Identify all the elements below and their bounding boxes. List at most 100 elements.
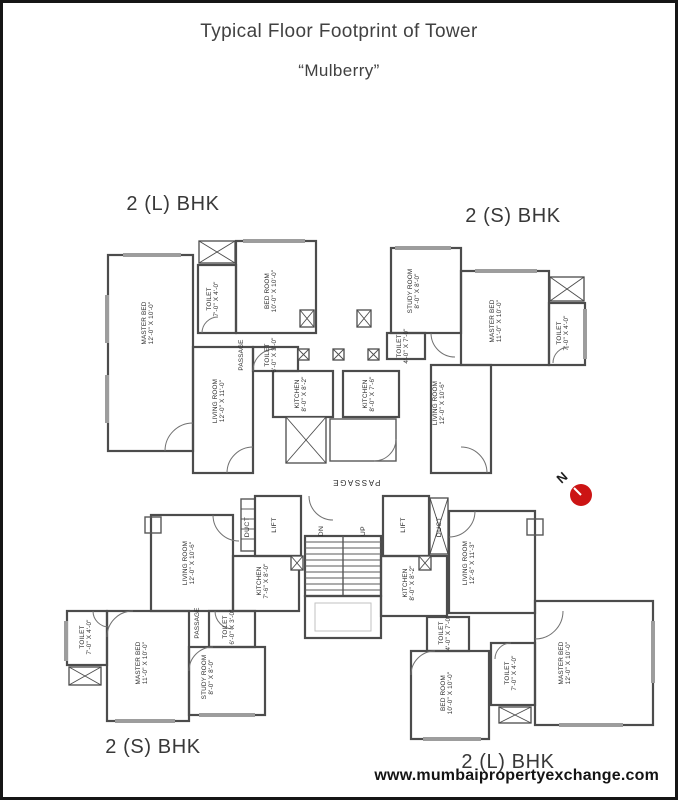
door-arc bbox=[460, 446, 488, 474]
floor-plan-drawing: MASTER BED12'-0" X 10'-0" TOILET7'-0" X … bbox=[64, 193, 655, 773]
lift-left-label: LIFT bbox=[271, 517, 278, 533]
wall bbox=[106, 253, 195, 453]
column-box bbox=[144, 516, 162, 534]
room-label-kitchen-tl: KITCHEN8'-0" X 8'-2" bbox=[294, 376, 308, 411]
lift-left-shaft bbox=[253, 494, 303, 558]
door-arc bbox=[494, 642, 512, 660]
landing-inline bbox=[314, 602, 372, 632]
hatch-line bbox=[367, 348, 380, 361]
room-label-toilet-tr2: TOILET7'-0" X 4'-0" bbox=[556, 315, 570, 350]
door-arc bbox=[92, 610, 110, 628]
wall bbox=[429, 363, 493, 475]
hatch-line bbox=[297, 348, 310, 361]
hatch-line bbox=[356, 309, 372, 328]
room-label-study-tr: STUDY ROOM8'-0" X 8'-0" bbox=[407, 269, 421, 314]
page-title: Typical Floor Footprint of Tower bbox=[200, 21, 478, 42]
door-arc bbox=[410, 650, 436, 676]
window bbox=[395, 246, 451, 250]
window bbox=[199, 713, 255, 717]
room-label-bed-room-br: BED ROOM10'-0" X 10'-0" bbox=[440, 672, 454, 715]
room-label-living-tl: LIVING ROOM12'-0" X 11'-0" bbox=[212, 379, 226, 423]
windows bbox=[64, 239, 655, 741]
window bbox=[243, 239, 305, 243]
passage-label-main: PASSAGE bbox=[332, 478, 381, 487]
room-label-master-bed-tl: MASTER BED12'-0" X 10'-0" bbox=[141, 301, 155, 344]
stair-dn-label: DN bbox=[318, 526, 325, 537]
room-label-kitchen-tr: KITCHEN8'-0" X 7'-6" bbox=[362, 376, 376, 411]
door-arc bbox=[226, 446, 254, 474]
room-label-kitchen-br: KITCHEN8'-0" X 8'-2" bbox=[402, 565, 416, 600]
window bbox=[583, 309, 587, 359]
unit-label-top-left: 2 (L) BHK bbox=[126, 193, 219, 215]
wall bbox=[459, 269, 551, 367]
room-label-master-bed-bl: MASTER BED11'-0" X 10'-0" bbox=[135, 641, 149, 684]
room-label-toilet-tl2: TOILET6'-0" X 3'-0" bbox=[264, 337, 278, 372]
hatch-line bbox=[290, 555, 304, 571]
window bbox=[423, 737, 481, 741]
wall bbox=[385, 331, 427, 361]
wall bbox=[447, 509, 537, 615]
room-label-passage-bl: PASSAGE bbox=[194, 607, 201, 638]
door-arc bbox=[212, 514, 240, 542]
window bbox=[105, 295, 109, 343]
door-arc bbox=[106, 610, 134, 638]
door-arc bbox=[552, 346, 570, 364]
door-arcs bbox=[92, 316, 570, 676]
wall bbox=[533, 599, 655, 727]
room-label-toilet-tr1: TOILET4'-0" X 7'-0" bbox=[396, 328, 410, 363]
room-label-master-bed-br: MASTER BED12'-0" X 10'-0" bbox=[558, 641, 572, 684]
room-label-master-bed-tr: MASTER BED11'-0" X 10'-0" bbox=[489, 299, 503, 342]
room-label-kitchen-bl: KITCHEN7'-6" X 8'-0" bbox=[256, 563, 270, 598]
door-arc bbox=[448, 510, 476, 538]
hatch-line bbox=[285, 416, 327, 464]
room-label-living-tr: LIVING ROOM12'-0" X 10'-6" bbox=[432, 381, 446, 425]
hatch-line bbox=[299, 309, 315, 328]
walls-top-right-unit bbox=[341, 246, 587, 475]
window bbox=[651, 621, 655, 683]
stair-landing bbox=[303, 594, 383, 640]
door-arc bbox=[534, 610, 564, 640]
door-arc bbox=[214, 610, 234, 630]
door-arc bbox=[188, 646, 214, 672]
door-arc bbox=[164, 422, 194, 452]
room-label-passage-tl: PASSAGE bbox=[238, 339, 245, 370]
room-label-living-bl: LIVING ROOM12'-0" X 10'-6" bbox=[182, 541, 196, 585]
column-box bbox=[526, 518, 544, 536]
window bbox=[115, 719, 175, 723]
lift-lobby bbox=[329, 418, 397, 462]
north-needle bbox=[573, 487, 582, 496]
wall bbox=[389, 246, 463, 335]
window bbox=[475, 269, 537, 273]
wall bbox=[149, 513, 235, 613]
window bbox=[105, 375, 109, 423]
room-label-toilet-bl1: TOILET7'-0" X 4'-0" bbox=[79, 619, 93, 654]
wall bbox=[379, 554, 449, 618]
door-arc bbox=[308, 495, 334, 521]
hatch-line bbox=[198, 240, 236, 264]
duct-left-label: DUCT bbox=[244, 517, 251, 537]
wall bbox=[191, 345, 255, 475]
unit-label-bottom-left: 2 (S) BHK bbox=[105, 736, 200, 758]
stair-up-label: UP bbox=[360, 526, 367, 536]
north-indicator: N bbox=[553, 469, 592, 506]
north-letter: N bbox=[553, 469, 570, 486]
hatch-line bbox=[498, 706, 532, 724]
duct-right-label: DUCT bbox=[436, 517, 443, 537]
room-label-toilet-tl1: TOILET7'-0" X 4'-0" bbox=[206, 281, 220, 316]
unit-label-top-right: 2 (S) BHK bbox=[465, 205, 560, 227]
window bbox=[64, 621, 68, 661]
lift-right-label: LIFT bbox=[400, 517, 407, 533]
room-label-living-br: LIVING ROOM12'-6" X 11'-3" bbox=[462, 541, 476, 585]
door-arc bbox=[430, 332, 456, 358]
page-subtitle: “Mulberry” bbox=[298, 61, 380, 80]
unit-label-bottom-right: 2 (L) BHK bbox=[461, 751, 554, 773]
door-arc bbox=[252, 348, 276, 372]
hatch-line bbox=[418, 555, 432, 571]
door-arc bbox=[373, 438, 397, 462]
wall bbox=[341, 369, 401, 419]
hatch-line bbox=[332, 348, 345, 361]
window bbox=[123, 253, 181, 257]
hatch-line bbox=[429, 497, 449, 555]
room-label-toilet-bl2: TOILET6'-0" X 3'-0" bbox=[222, 609, 236, 644]
watermark: www.mumbaipropertyexchange.com bbox=[374, 767, 659, 784]
